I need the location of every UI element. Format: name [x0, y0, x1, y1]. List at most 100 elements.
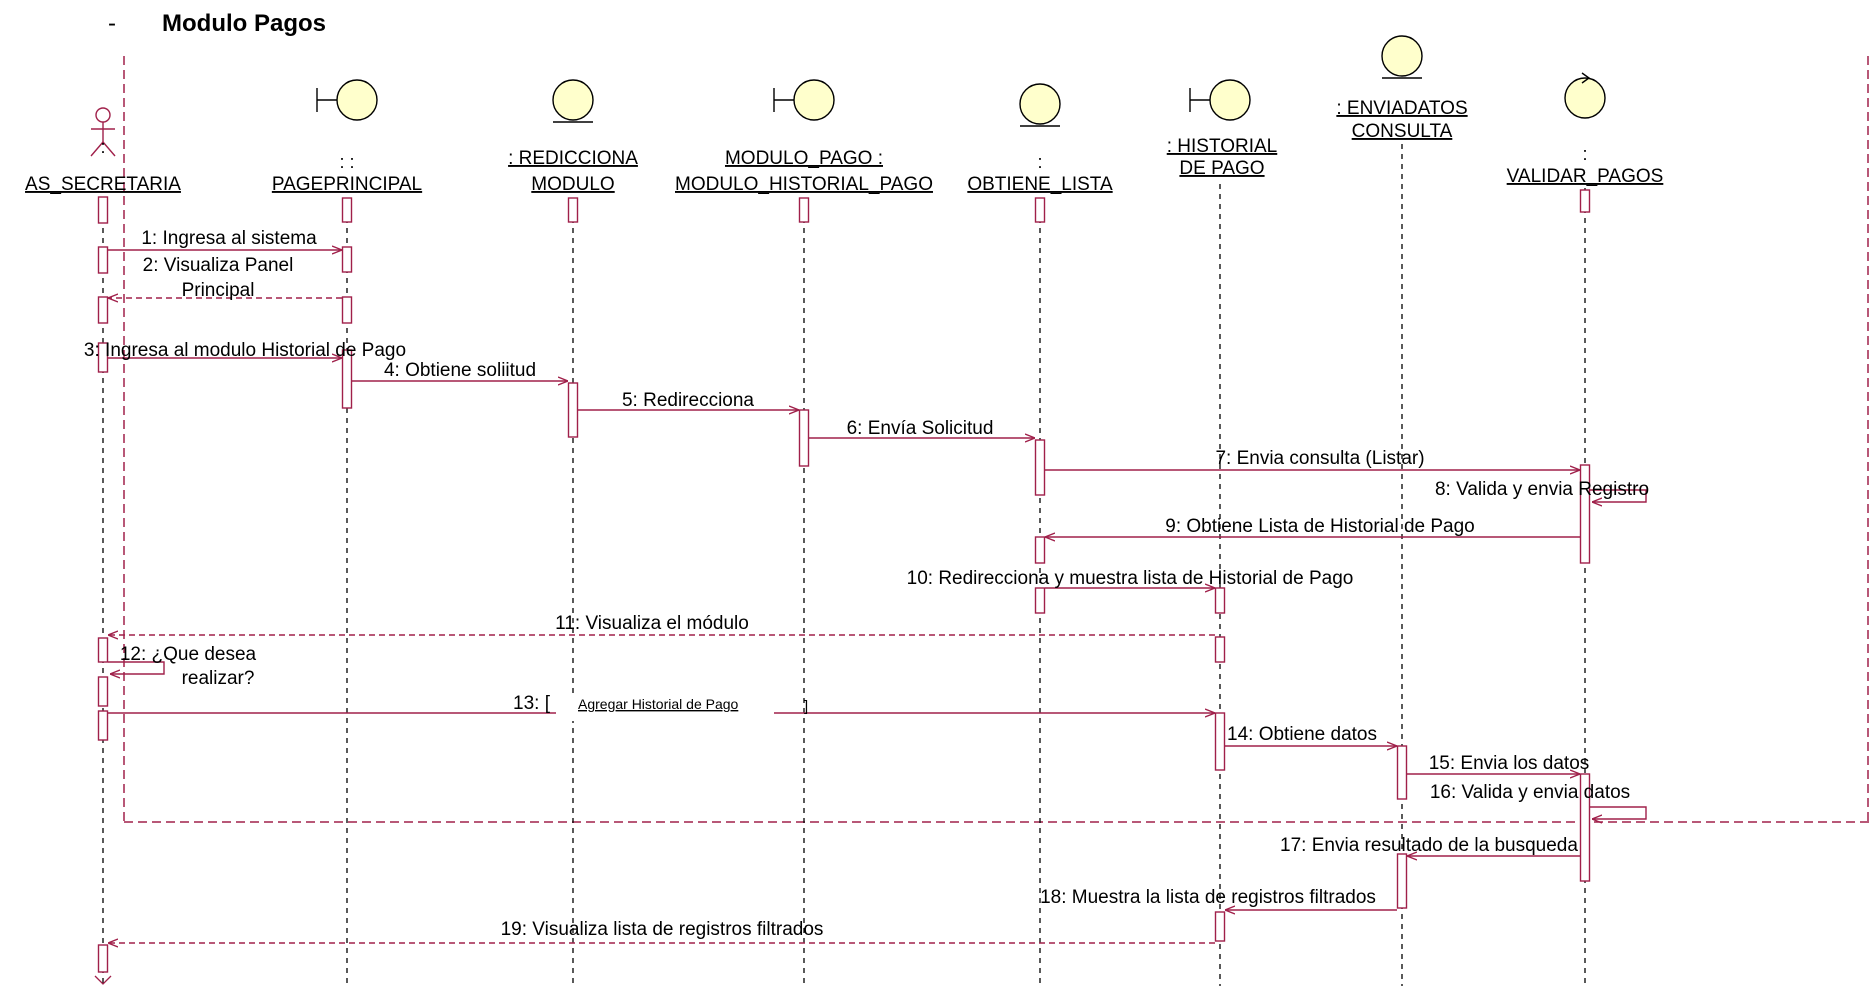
boundary-icon — [316, 79, 378, 121]
activation-bar — [1034, 439, 1046, 496]
boundary-icon — [773, 79, 835, 121]
entity-icon — [1381, 35, 1423, 79]
activation-bar — [97, 710, 109, 741]
message-label: 17: Envia resultado de la busqueda — [1280, 835, 1578, 856]
activation-bar — [97, 342, 109, 373]
message-label: 12: ¿Que desea — [120, 644, 257, 665]
activation-bar — [567, 197, 579, 223]
message-label: 3: Ingresa al modulo Historial de Pago — [84, 340, 406, 361]
message-17: 17: Envia resultado de la busqueda — [1280, 835, 1580, 856]
message-label: 13: [ — [513, 693, 551, 714]
message-arrow — [108, 661, 165, 674]
activation-bar — [1579, 464, 1591, 564]
lifeline-prefix: : — [1037, 152, 1042, 172]
message-3: 3: Ingresa al modulo Historial de Pago — [84, 340, 406, 361]
guard-close: ] — [804, 698, 808, 715]
message-10: 10: Redirecciona y muestra lista de Hist… — [907, 568, 1353, 589]
lifeline-label: MODULO — [531, 174, 614, 195]
lifeline-label: VALIDAR_PAGOS — [1507, 166, 1664, 187]
message-label: realizar? — [182, 668, 255, 689]
lifeline-prefix: : : — [339, 152, 354, 172]
message-label: 18: Muestra la lista de registros filtra… — [1040, 887, 1376, 908]
guard-condition: Agregar Historial de Pago — [578, 696, 739, 712]
message-label: 2: Visualiza Panel — [143, 255, 294, 276]
lifeline-label: CONSULTA — [1352, 121, 1453, 142]
activation-bar — [341, 349, 353, 409]
message-label: 14: Obtiene datos — [1227, 724, 1377, 745]
lifeline-label: DE PAGO — [1179, 158, 1264, 179]
activation-bar — [1214, 587, 1226, 614]
activation-bar — [341, 246, 353, 273]
message-1: 1: Ingresa al sistema — [108, 228, 342, 250]
message-label: 7: Envia consulta (Listar) — [1215, 448, 1424, 469]
activation-bar — [567, 382, 579, 438]
activation-bar — [1214, 636, 1226, 663]
lifeline-pageprincipal: : :PAGEPRINCIPAL — [272, 79, 422, 195]
activation-bar — [97, 246, 109, 274]
message-15: 15: Envia los datos — [1407, 753, 1589, 774]
message-label: 8: Valida y envia Registro — [1435, 479, 1649, 500]
fragment-frame — [123, 56, 1870, 823]
message-12: 12: ¿Que desea realizar? — [108, 644, 257, 689]
heading-bullet: - — [108, 10, 116, 37]
activation-bar — [1396, 745, 1408, 800]
message-11: 11: Visualiza el módulo — [108, 613, 1215, 635]
message-label: 16: Valida y envia datos — [1430, 782, 1630, 803]
message-label: 19: Visualiza lista de registros filtrad… — [501, 919, 824, 940]
activation-bar — [1214, 712, 1226, 771]
guard-mask — [556, 693, 774, 721]
message-7: 7: Envia consulta (Listar) — [1045, 448, 1580, 470]
activation-bar — [97, 944, 109, 973]
lifeline-redicciona: : REDICCIONA MODULO — [508, 79, 638, 195]
lifeline-label: : REDICCIONA — [508, 148, 638, 169]
activation-bar — [798, 409, 810, 467]
message-label: 11: Visualiza el módulo — [555, 613, 749, 634]
message-label: 15: Envia los datos — [1429, 753, 1590, 774]
lifeline-obtiene: :OBTIENE_LISTA — [967, 83, 1113, 195]
message-16: 16: Valida y envia datos — [1430, 782, 1647, 819]
message-4: 4: Obtiene soliitud — [352, 360, 568, 381]
lifeline-label: : ENVIADATOS — [1336, 98, 1467, 119]
lifeline-label: MODULO_HISTORIAL_PAGO — [675, 174, 933, 195]
message-label: 1: Ingresa al sistema — [141, 228, 317, 249]
message-9: 9: Obtiene Lista de Historial de Pago — [1045, 516, 1580, 537]
message-19: 19: Visualiza lista de registros filtrad… — [108, 919, 1215, 943]
activation-bar — [1579, 189, 1591, 213]
lifeline-label: AS_SECRETARIA — [25, 174, 181, 195]
lifeline-label: MODULO_PAGO : — [725, 148, 883, 169]
page-heading: - Modulo Pagos — [108, 10, 326, 38]
message-label: 4: Obtiene soliitud — [384, 360, 536, 381]
message-5: 5: Redirecciona — [578, 390, 799, 411]
lifeline-prefix: : — [1582, 144, 1587, 164]
activation-bar — [1034, 197, 1046, 223]
lifeline-modulopago: MODULO_PAGO : MODULO_HISTORIAL_PAGO — [675, 79, 933, 195]
activation-bar — [1579, 773, 1591, 882]
activation-bar — [97, 637, 109, 663]
activation-bar — [798, 197, 810, 223]
activation-bar — [1214, 911, 1226, 942]
actor-icon — [90, 107, 116, 157]
message-arrow — [1590, 489, 1647, 502]
lifeline-label: : HISTORIAL — [1167, 136, 1278, 157]
activation-bar — [97, 676, 109, 707]
lifeline-end-marker — [94, 975, 112, 985]
message-13: 13: [ Agregar Historial de Pago] — [108, 693, 1215, 721]
lifeline-validar: :VALIDAR_PAGOS — [1507, 72, 1664, 187]
message-label: 9: Obtiene Lista de Historial de Pago — [1165, 516, 1474, 537]
message-arrow — [1590, 806, 1647, 819]
message-label: Principal — [182, 280, 255, 301]
message-18: 18: Muestra la lista de registros filtra… — [1040, 887, 1397, 910]
activation-bar — [97, 296, 109, 324]
entity-icon — [1019, 83, 1061, 127]
message-label: 6: Envía Solicitud — [847, 418, 994, 439]
page-title: Modulo Pagos — [162, 10, 326, 37]
activation-bar — [341, 197, 353, 223]
activation-bar — [1396, 853, 1408, 909]
activation-bar — [1034, 536, 1046, 564]
entity-icon — [552, 79, 594, 123]
lifeline-label: OBTIENE_LISTA — [967, 174, 1113, 195]
boundary-icon — [1189, 79, 1251, 121]
